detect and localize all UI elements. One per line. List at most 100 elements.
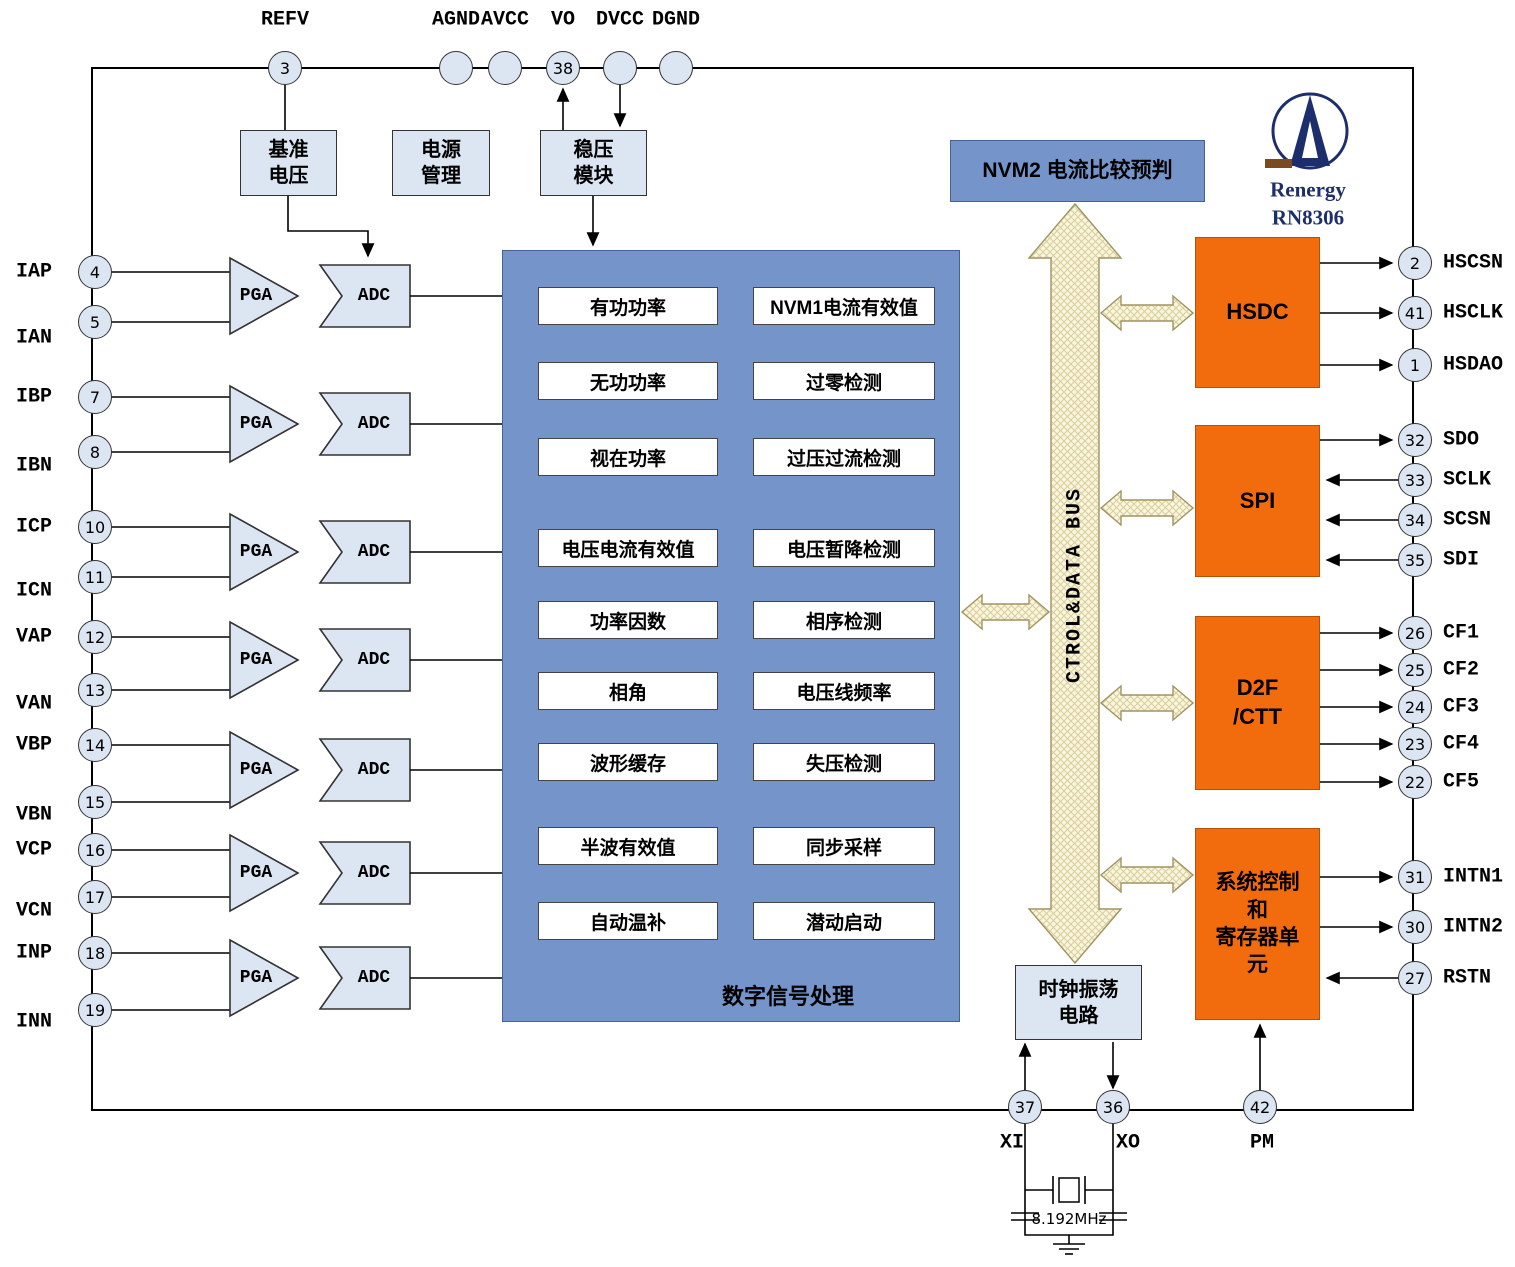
pin-REFV: 3 [268,51,302,85]
pga-label: PGA [239,286,273,306]
pin-DGND [659,51,693,85]
bus-connector [1099,684,1195,722]
pin-ICP: 10 [78,510,112,544]
bus-connector [1099,856,1195,894]
clock-block: 时钟振荡 电路 [1015,965,1142,1040]
dsp-box-1-right: 过零检测 [753,362,935,400]
pin-label-PM: PM [1249,1131,1275,1155]
pin-VBN: 15 [78,785,112,819]
crystal-freq-label: 8.192MHz [1031,1210,1107,1228]
pga-triangle [229,938,300,1018]
dsp-box-6-left: 波形缓存 [538,743,718,781]
pin-CF1: 26 [1398,616,1432,650]
pin-label-XO: XO [1115,1131,1141,1155]
shape [1271,92,1349,170]
pin-label-INP: INP [16,941,53,965]
pin-label-SCSN: SCSN [1443,508,1492,532]
pin-label-VAP: VAP [16,625,53,649]
pin-label-ICN: ICN [16,579,53,603]
pin-label-HSCSN: HSCSN [1443,251,1504,275]
pin-ICN: 11 [78,560,112,594]
dsp-box-5-left: 相角 [538,672,718,710]
dsp-box-4-left: 功率因数 [538,601,718,639]
pin-label-CF4: CF4 [1443,732,1480,756]
pin-label-XI: XI [999,1131,1025,1155]
dsp-box-2-left: 视在功率 [538,438,718,476]
pin-label-SCLK: SCLK [1443,468,1492,492]
shape [1302,121,1318,158]
pin-DVCC [603,51,637,85]
pin-IBN: 8 [78,435,112,469]
pin-HSDAO: 1 [1398,348,1432,382]
adc-block [318,392,411,456]
logo-model: RN8306 [1271,205,1345,230]
dsp-box-7-left: 半波有效值 [538,827,718,865]
d2f-block: D2F /CTT [1195,616,1320,790]
pin-CF5: 22 [1398,765,1432,799]
pin-HSCLK: 41 [1398,296,1432,330]
pin-label-DVCC: DVCC [595,8,645,32]
pga-triangle [229,730,300,810]
dsp-caption: 数字信号处理 [721,984,855,1009]
power-mgmt-block: 电源 管理 [392,130,490,196]
pin-label-RSTN: RSTN [1443,966,1492,990]
adc-label: ADC [357,542,391,562]
shape [1265,159,1292,168]
pin-label-VCN: VCN [16,899,53,923]
pin-label-CF5: CF5 [1443,770,1480,794]
pin-CF3: 24 [1398,690,1432,724]
pin-VBP: 14 [78,728,112,762]
pga-triangle [229,620,300,700]
bus-connector [960,593,1051,631]
pin-label-IAN: IAN [16,326,53,350]
pga-label: PGA [239,968,273,988]
pin-INN: 19 [78,993,112,1027]
pin-CF2: 25 [1398,653,1432,687]
pin-label-CF1: CF1 [1443,621,1480,645]
pin-XI: 37 [1008,1090,1042,1124]
dsp-box-5-right: 电压线频率 [753,672,935,710]
adc-label: ADC [357,968,391,988]
wire-ref-to-adc [287,196,375,258]
pin-label-HSCLK: HSCLK [1443,301,1504,325]
nvm2-block: NVM2 电流比较预判 [950,140,1205,202]
pin-label-INN: INN [16,1010,53,1034]
pin-label-INTN1: INTN1 [1443,865,1504,889]
pga-triangle [229,384,300,464]
pin-IAN: 5 [78,305,112,339]
pin-label-VCP: VCP [16,838,53,862]
pga-label: PGA [239,863,273,883]
pin-VCN: 17 [78,880,112,914]
adc-block [318,946,411,1010]
spi-block: SPI [1195,425,1320,577]
adc-label: ADC [357,863,391,883]
pin-INTN1: 31 [1398,860,1432,894]
renergy-logo-icon [1265,92,1349,170]
pin-label-INTN2: INTN2 [1443,915,1504,939]
adc-block [318,520,411,584]
ctrl-data-bus [1027,202,1123,965]
dsp-box-1-left: 无功功率 [538,362,718,400]
pin-label-IBP: IBP [16,385,53,409]
pin-label-CF3: CF3 [1443,695,1480,719]
pga-label: PGA [239,414,273,434]
pin-label-AGND: AGND [431,8,481,32]
pin-label-ICP: ICP [16,515,53,539]
pga-label: PGA [239,650,273,670]
pin-SDI: 35 [1398,543,1432,577]
pin-label-IAP: IAP [16,260,53,284]
pin-IBP: 7 [78,380,112,414]
pin-VAN: 13 [78,673,112,707]
pin-label-VBP: VBP [16,733,53,757]
pga-label: PGA [239,542,273,562]
pin-AGND [439,51,473,85]
pin-VO: 38 [546,51,580,85]
pin-PM: 42 [1243,1090,1277,1124]
pin-IAP: 4 [78,255,112,289]
dsp-box-3-left: 电压电流有效值 [538,529,718,567]
bus-connector [1099,489,1195,527]
adc-label: ADC [357,414,391,434]
dsp-box-3-right: 电压暂降检测 [753,529,935,567]
pin-VAP: 12 [78,620,112,654]
